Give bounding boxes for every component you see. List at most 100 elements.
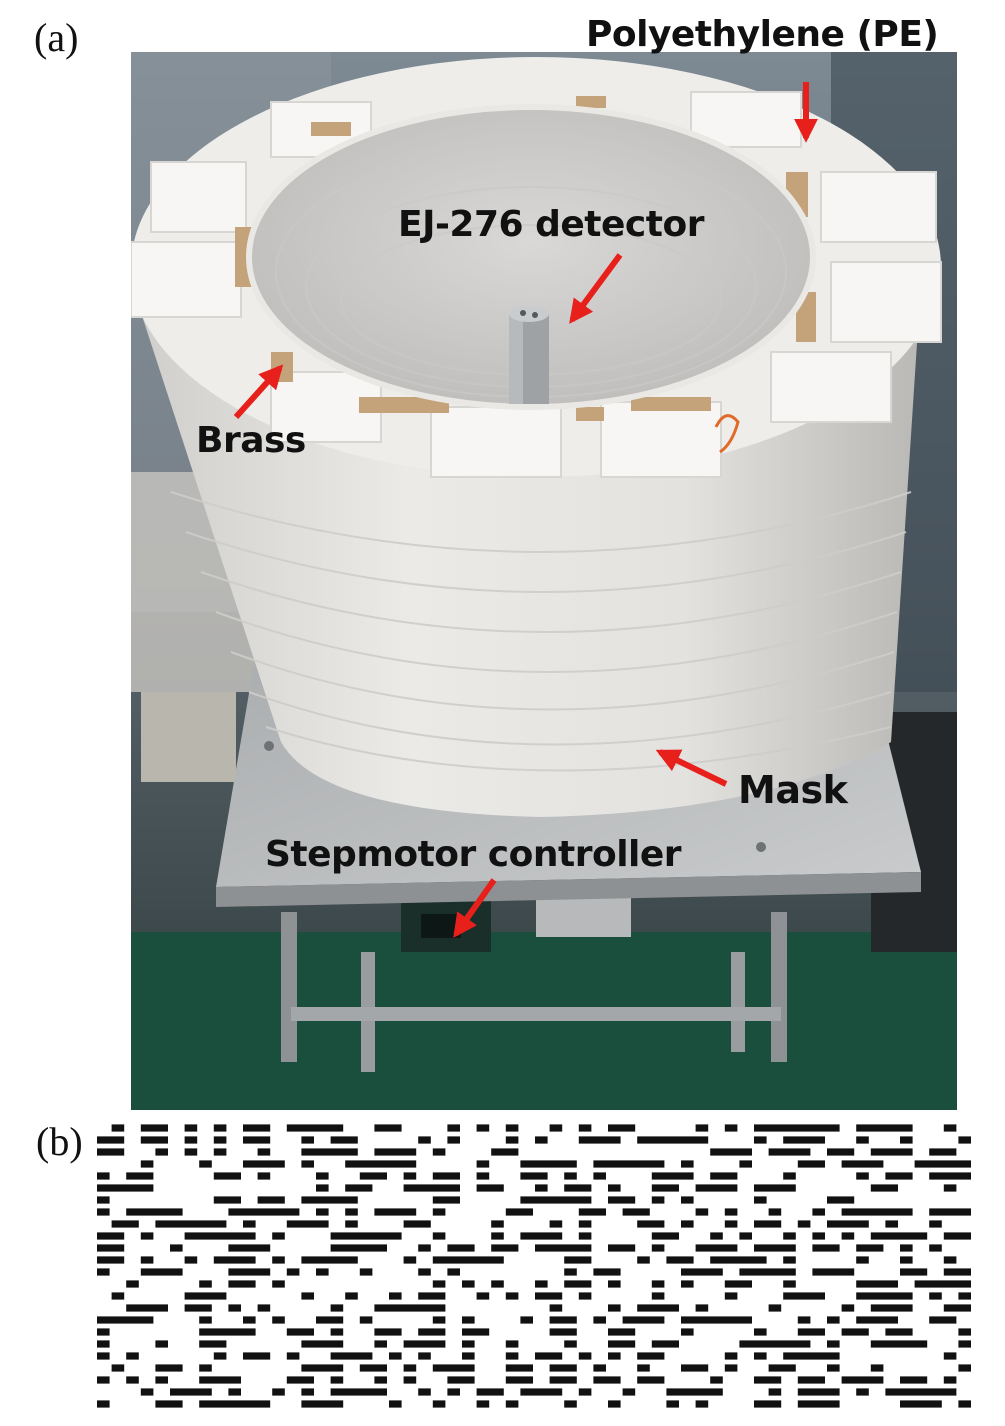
mask-element: [97, 1244, 125, 1252]
mask-element: [812, 1232, 825, 1240]
mask-element: [695, 1244, 738, 1252]
mask-element: [199, 1340, 227, 1348]
mask-element: [199, 1280, 212, 1288]
mask-element: [856, 1280, 898, 1288]
mask-element: [710, 1376, 723, 1384]
mask-element: [710, 1256, 767, 1264]
mask-element: [651, 1292, 665, 1300]
mask-element: [608, 1328, 636, 1336]
mask-element: [462, 1328, 490, 1336]
mask-element: [505, 1124, 519, 1132]
mask-element: [651, 1172, 694, 1180]
mask-element: [549, 1304, 563, 1312]
mask-element: [184, 1304, 212, 1312]
mask-element: [870, 1364, 884, 1372]
mask-element: [505, 1400, 519, 1408]
mask-element: [330, 1328, 344, 1336]
mask-element: [345, 1292, 358, 1300]
mask-element: [578, 1220, 592, 1228]
mask-element: [505, 1208, 533, 1216]
mask-element: [272, 1232, 285, 1240]
mask-element: [841, 1304, 855, 1312]
mask-element: [856, 1124, 913, 1132]
mask-element: [856, 1388, 869, 1396]
arrow-mask: [655, 749, 728, 787]
mask-element: [97, 1316, 154, 1324]
arrow-controller: [453, 878, 497, 938]
mask-element: [797, 1328, 825, 1336]
mask-element: [827, 1364, 840, 1372]
mask-element: [126, 1172, 154, 1180]
mask-element: [812, 1268, 855, 1276]
mask-element: [870, 1232, 928, 1240]
mask-element: [637, 1136, 709, 1144]
mask-element: [228, 1388, 241, 1396]
mask-element: [184, 1124, 198, 1132]
callout-mask: Mask: [738, 768, 848, 812]
mask-element: [403, 1376, 417, 1384]
mask-element: [608, 1280, 621, 1288]
mask-element: [900, 1256, 913, 1264]
mask-element: [608, 1352, 621, 1360]
mask-element: [345, 1184, 373, 1192]
mask-element: [418, 1388, 431, 1396]
mask-element: [535, 1244, 592, 1252]
mask-element: [374, 1340, 387, 1348]
mask-element: [301, 1364, 344, 1372]
mask-element: [97, 1340, 110, 1348]
mask-element: [564, 1172, 577, 1180]
mask-element: [739, 1340, 811, 1348]
mask-element: [564, 1184, 592, 1192]
mask-element: [841, 1160, 884, 1168]
mask-element: [637, 1256, 650, 1264]
arrow-brass: [233, 364, 284, 420]
mask-element: [783, 1256, 796, 1264]
mask-element: [695, 1184, 738, 1192]
mask-element: [330, 1388, 387, 1396]
mask-element: [418, 1328, 446, 1336]
mask-element: [97, 1232, 125, 1240]
mask-element: [213, 1352, 227, 1360]
mask-element: [622, 1388, 636, 1396]
mask-element: [827, 1148, 855, 1156]
mask-element: [768, 1364, 796, 1372]
mask-element: [140, 1232, 154, 1240]
mask-element: [681, 1328, 694, 1336]
mask-element: [958, 1340, 971, 1348]
mask-element: [301, 1148, 358, 1156]
mask-element: [97, 1136, 125, 1144]
mask-element: [724, 1364, 738, 1372]
mask-element: [301, 1196, 358, 1204]
mask-element: [768, 1304, 782, 1312]
mask-element: [316, 1184, 329, 1192]
mask-element: [622, 1208, 650, 1216]
mask-element: [608, 1400, 621, 1408]
mask-element: [505, 1352, 519, 1360]
mask-element: [97, 1256, 125, 1264]
mask-element: [681, 1364, 709, 1372]
mask-element: [870, 1304, 913, 1312]
mask-element: [593, 1364, 606, 1372]
mask-element: [739, 1232, 752, 1240]
mask-element: [155, 1376, 168, 1384]
mask-element: [272, 1316, 285, 1324]
mask-element: [593, 1160, 665, 1168]
mask-element: [856, 1136, 869, 1144]
mask-element: [856, 1244, 884, 1252]
mask-element: [418, 1292, 446, 1300]
mask-element: [374, 1208, 417, 1216]
mask-element: [126, 1304, 168, 1312]
mask-element: [418, 1244, 431, 1252]
mask-element: [228, 1244, 271, 1252]
mask-element: [272, 1388, 285, 1396]
arrow-detector: [569, 253, 623, 324]
mask-element: [140, 1136, 168, 1144]
mask-element: [608, 1304, 621, 1312]
mask-element: [841, 1208, 913, 1216]
mask-element: [929, 1148, 957, 1156]
mask-element: [286, 1376, 314, 1384]
mask-element: [783, 1136, 825, 1144]
mask-element: [213, 1172, 241, 1180]
mask-element: [768, 1148, 811, 1156]
mask-element: [330, 1304, 344, 1312]
